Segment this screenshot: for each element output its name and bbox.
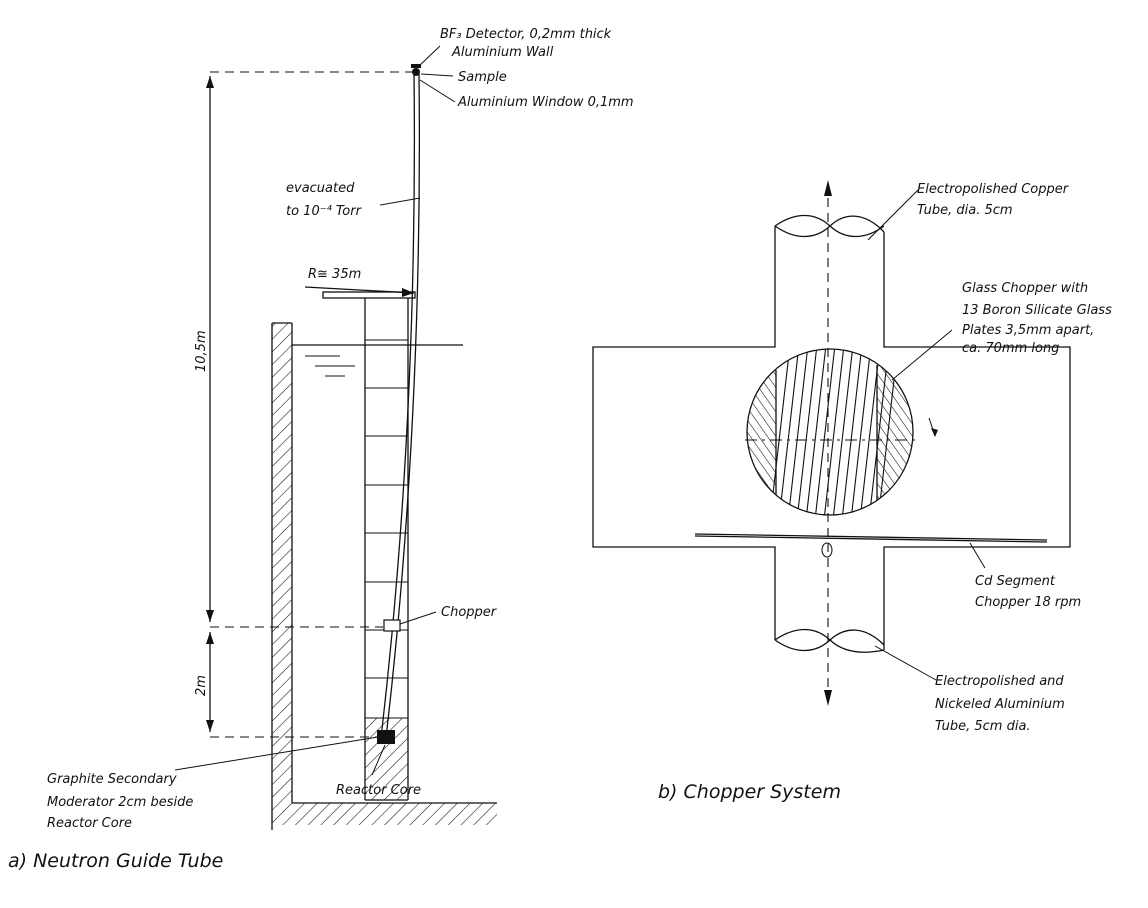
chopper-leader-lines [867,189,986,681]
radius-indicator [304,286,415,297]
aluminium-tube-bottom [774,628,885,653]
copper-tube-top [774,214,885,238]
chopper-label: Chopper [441,605,498,620]
glass-label-line1: Glass Chopper with [962,281,1088,296]
chopper-system-diagram: Electropolished Copper Tube, dia. 5cm Gl… [592,180,1112,803]
graphite-moderator [377,730,395,744]
glass-label-line4: ca. 70mm long [962,341,1059,356]
window-label: Aluminium Window 0,1mm [457,95,634,110]
beam-axis [824,180,832,706]
nickel-label-line1: Electropolished and [935,674,1064,689]
copper-tube-label-line1: Electropolished Copper [917,182,1070,197]
detector-label-line1: BF₃ Detector, 0,2mm thick [440,27,612,42]
dimension-lines [206,71,412,738]
caption-a: a) Neutron Guide Tube [8,850,223,872]
sample-label: Sample [458,70,507,85]
neutron-guide-tube [380,73,421,739]
chopper-box [383,619,401,632]
glass-label-line2: 13 Boron Silicate Glass [962,303,1112,318]
neutron-guide-tube-diagram: BF₃ Detector, 0,2mm thick Aluminium Wall… [8,27,634,872]
rotation-arrow-icon [928,417,938,437]
graphite-label-line2: Moderator 2cm beside [47,795,193,810]
evacuated-label-line1: evacuated [286,181,355,196]
water-surface [292,344,463,377]
graphite-label-line1: Graphite Secondary [47,772,177,787]
nickel-label-line2: Nickeled Aluminium [935,697,1065,712]
nickel-label-line3: Tube, 5cm dia. [935,719,1031,734]
cd-label-line1: Cd Segment [975,574,1056,589]
copper-tube-label-line2: Tube, dia. 5cm [917,203,1013,218]
reactor-shaft [322,291,416,801]
radius-label: R≅ 35m [308,267,361,282]
cd-label-line2: Chopper 18 rpm [975,595,1081,610]
glass-label-line3: Plates 3,5mm apart, [962,323,1094,338]
reactor-core-label: Reactor Core [336,783,421,798]
evacuated-label-line2: to 10⁻⁴ Torr [286,204,363,219]
detector-label-line2: Aluminium Wall [451,45,554,60]
height-lower-label: 2m [194,675,209,696]
caption-b: b) Chopper System [658,781,841,803]
graphite-label-line3: Reactor Core [47,816,132,831]
cd-segment-chopper [694,533,1048,558]
detector-sample [411,64,421,76]
leader-lines [174,45,456,776]
height-upper-label: 10,5m [194,330,209,372]
chopper-housing [592,226,1071,650]
reactor-wall [271,322,497,830]
